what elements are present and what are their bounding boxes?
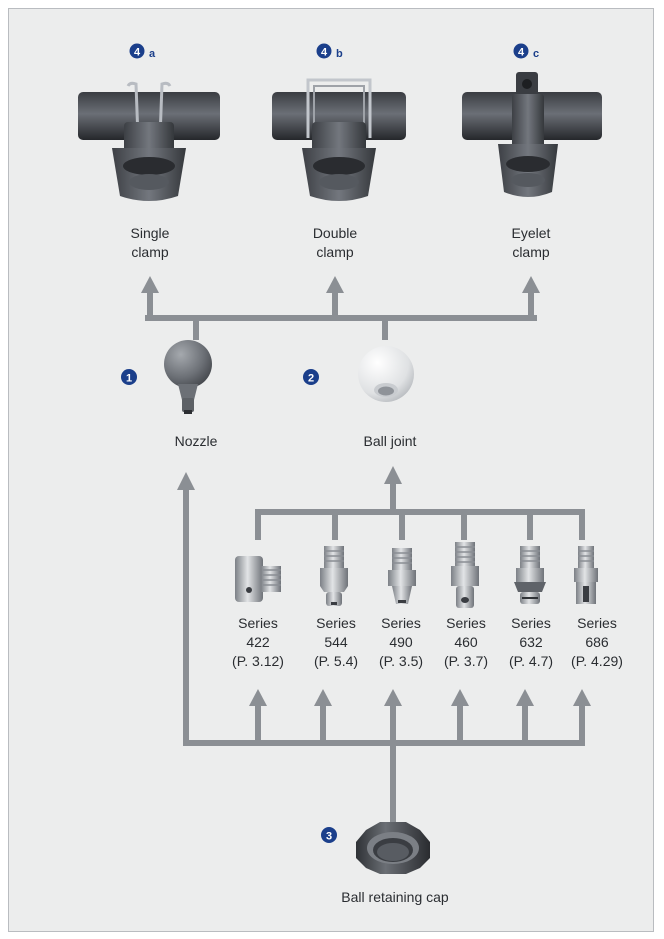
arrowhead-ball-joint [384, 466, 402, 484]
nozzle-image [164, 340, 212, 414]
series-632-name: Series [511, 615, 551, 631]
series-544-image [320, 546, 348, 606]
arrowhead-double-clamp [326, 276, 344, 293]
series-686-label: Series 686 (P. 4.29) [560, 614, 634, 671]
svg-text:4: 4 [134, 47, 141, 59]
svg-text:c: c [533, 48, 539, 60]
badge-4b: 4 b [316, 43, 343, 60]
badge-4c: 4 c [513, 43, 539, 60]
svg-text:4: 4 [518, 47, 525, 59]
arrowhead-single-clamp [141, 276, 159, 293]
series-686-number: 686 [585, 633, 609, 650]
eyelet-clamp-label-line1: Eyelet [511, 225, 551, 241]
series-490-name: Series [381, 615, 421, 631]
series-422-number: 422 [246, 633, 270, 650]
double-clamp-label-line2: clamp [316, 243, 354, 260]
double-clamp-label-line1: Double [312, 225, 358, 241]
ball-retaining-cap-image [356, 822, 430, 874]
series-544-number: 544 [324, 633, 348, 650]
series-490-image [388, 548, 416, 604]
series-686-image [574, 546, 598, 604]
series-632-page-ref: (P. 4.7) [508, 652, 554, 669]
arrowhead-eyelet-clamp [522, 276, 540, 293]
badge-3: 3 [321, 827, 337, 843]
badge-4a: 4 a [129, 43, 156, 60]
svg-text:3: 3 [326, 831, 332, 843]
series-490-page-ref: (P. 3.5) [378, 652, 424, 669]
series-460-image [451, 542, 479, 608]
badge-1: 1 [121, 369, 137, 385]
double-clamp-image [272, 78, 406, 201]
series-460-label: Series 460 (P. 3.7) [431, 614, 501, 671]
single-clamp-image [78, 81, 220, 201]
nozzle-label: Nozzle [174, 433, 218, 449]
series-422-image [235, 556, 281, 602]
eyelet-clamp-label: Eyelet clamp [491, 224, 571, 262]
ball-joint-label: Ball joint [363, 433, 417, 449]
series-686-name: Series [577, 615, 617, 631]
series-460-page-ref: (P. 3.7) [443, 652, 489, 669]
series-490-number: 490 [389, 633, 413, 650]
series-544-page-ref: (P. 5.4) [313, 652, 359, 669]
badge-2: 2 [303, 369, 319, 385]
eyelet-clamp-image [462, 72, 602, 197]
svg-text:b: b [336, 48, 343, 60]
svg-text:2: 2 [308, 373, 314, 385]
svg-text:1: 1 [126, 373, 132, 385]
ball-joint-image [358, 346, 414, 402]
series-422-page-ref: (P. 3.12) [232, 652, 284, 669]
svg-text:4: 4 [321, 47, 328, 59]
svg-text:a: a [149, 48, 156, 60]
series-460-name: Series [446, 615, 486, 631]
single-clamp-label-line1: Single [130, 225, 170, 241]
series-460-number: 460 [454, 633, 478, 650]
series-632-number: 632 [519, 633, 543, 650]
series-490-label: Series 490 (P. 3.5) [366, 614, 436, 671]
series-422-label: Series 422 (P. 3.12) [216, 614, 300, 671]
arrowhead-nozzle [177, 472, 195, 490]
series-686-page-ref: (P. 4.29) [571, 652, 623, 669]
single-clamp-label-line2: clamp [131, 243, 169, 260]
double-clamp-label: Double clamp [295, 224, 375, 262]
series-632-label: Series 632 (P. 4.7) [496, 614, 566, 671]
series-544-name: Series [316, 615, 356, 631]
eyelet-clamp-label-line2: clamp [512, 243, 550, 260]
series-632-image [514, 546, 546, 604]
series-544-label: Series 544 (P. 5.4) [298, 614, 374, 671]
single-clamp-label: Single clamp [110, 224, 190, 262]
ball-retaining-cap-label: Ball retaining cap [341, 889, 449, 905]
series-422-name: Series [238, 615, 278, 631]
